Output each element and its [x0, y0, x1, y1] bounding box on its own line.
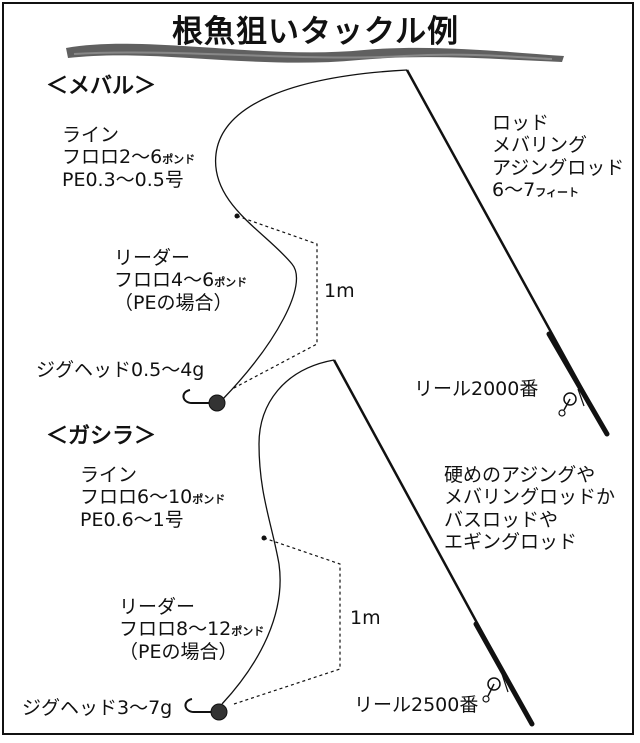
- gashira-rod-note-4: エギングロッド: [444, 531, 578, 554]
- mebaru-line: [215, 69, 408, 401]
- mebaru-rod: [405, 69, 610, 437]
- gashira-leader-note: （PEの場合）: [119, 640, 238, 663]
- gashira-line-fluoro: フロロ6～10: [80, 486, 193, 509]
- gashira-distance-label: 1m: [350, 607, 381, 629]
- diagram-title: 根魚狙いタックル例: [172, 14, 460, 50]
- mebaru-rod-line2: アジングロッド: [492, 156, 625, 179]
- title-brush-stroke: [66, 43, 564, 63]
- gashira-reel: [482, 673, 509, 703]
- gashira-distance-marker: [233, 537, 341, 705]
- gashira-rod-note-1: 硬めのアジングや: [444, 464, 596, 486]
- mebaru-jighead: [182, 389, 226, 412]
- mebaru-leader-spec: リーダー フロロ4～6ポンド （PEの場合）: [114, 247, 247, 314]
- mebaru-line-spec: ライン フロロ2～6ポンド PE0.3～0.5号: [62, 124, 195, 191]
- gashira-line-spec: ライン フロロ6～10ポンド PE0.6～1号: [80, 464, 225, 531]
- gashira-jighead-label: ジグヘッド3～7g: [22, 697, 173, 719]
- gashira-leader-spec: リーダー フロロ8～12ポンド （PEの場合）: [119, 596, 264, 663]
- gashira-heading: ＜ガシラ＞: [46, 424, 157, 449]
- mebaru-heading: ＜メバル＞: [46, 74, 157, 99]
- mebaru-rod-length: 6～7: [492, 179, 536, 202]
- gashira-rod: [332, 359, 535, 727]
- gashira-line-fluoro-unit: ポンド: [192, 493, 226, 507]
- mebaru-reel-label: リール2000番: [414, 378, 539, 400]
- gashira-line: [221, 359, 335, 705]
- mebaru-leader-fluoro: フロロ4～6: [114, 269, 215, 292]
- mebaru-line-fluoro: フロロ2～6: [62, 146, 163, 169]
- mebaru-leader-title: リーダー: [114, 247, 191, 269]
- mebaru-distance-label: 1m: [324, 280, 355, 302]
- gashira-line-title: ライン: [80, 464, 138, 486]
- gashira-reel-label: リール2500番: [354, 694, 479, 716]
- mebaru-line-fluoro-unit: ポンド: [162, 153, 196, 167]
- mebaru-jighead-label: ジグヘッド0.5～4g: [36, 359, 205, 381]
- mebaru-line-title: ライン: [62, 124, 120, 146]
- gashira-rod-note-3: バスロッドや: [444, 508, 559, 531]
- mebaru-rod-line1: メバリング: [492, 134, 588, 157]
- gashira-leader-fluoro: フロロ8～12: [119, 618, 232, 641]
- mebaru-rod-length-unit: フィート: [535, 186, 579, 200]
- gashira-leader-title: リーダー: [119, 596, 196, 618]
- gashira-jighead: [184, 698, 228, 721]
- diagram-artwork: [66, 43, 610, 727]
- mebaru-leader-fluoro-unit: ポンド: [214, 276, 248, 290]
- mebaru-distance-marker: [231, 215, 318, 390]
- gashira-rod-spec: 硬めのアジングや メバリングロッドか バスロッドや エギングロッド: [444, 464, 615, 554]
- gashira-line-pe: PE0.6～1号: [80, 508, 184, 531]
- mebaru-line-pe: PE0.3～0.5号: [62, 168, 184, 191]
- mebaru-leader-note: （PEの場合）: [114, 291, 233, 314]
- mebaru-rod-title: ロッド: [492, 112, 550, 134]
- gashira-rod-note-2: メバリングロッドか: [444, 486, 616, 509]
- gashira-leader-fluoro-unit: ポンド: [231, 625, 265, 639]
- mebaru-reel: [558, 388, 585, 417]
- mebaru-rod-spec: ロッド メバリング アジングロッド 6～7フィート: [492, 112, 624, 202]
- tackle-diagram: 根魚狙いタックル例 ＜メバル＞ ライン フロロ2～6ポンド PE0.3～0.5号…: [2, 2, 634, 735]
